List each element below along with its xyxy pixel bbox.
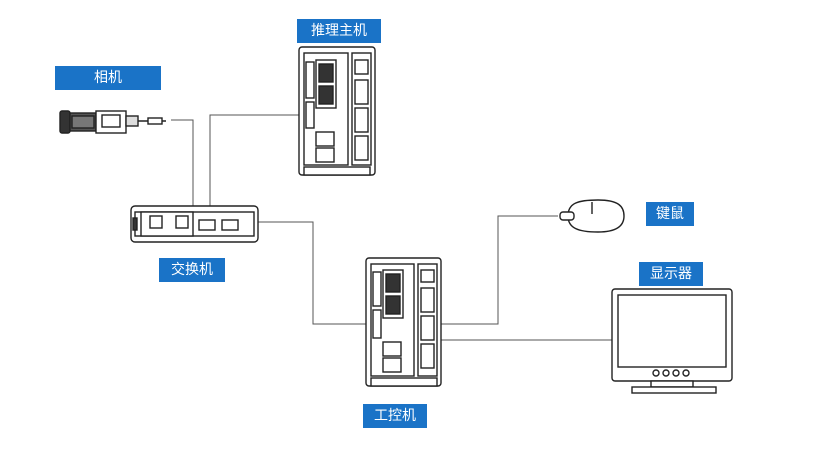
switch-icon xyxy=(130,205,259,243)
keyboard-mouse-label: 键鼠 xyxy=(646,202,694,226)
line-infer-switch xyxy=(209,114,299,208)
line-ipc-mouse xyxy=(441,215,558,325)
monitor-icon xyxy=(611,288,733,394)
camera-icon xyxy=(59,110,166,134)
inference-host-label: 推理主机 xyxy=(297,19,381,43)
monitor-label: 显示器 xyxy=(639,262,703,286)
line-switch-ipc xyxy=(258,221,366,325)
camera-label: 相机 xyxy=(55,66,161,90)
industrial-pc-icon xyxy=(365,257,442,387)
industrial-pc-label: 工控机 xyxy=(363,404,427,428)
switch-label: 交换机 xyxy=(159,258,225,282)
line-camera-switch xyxy=(171,119,194,208)
mouse-icon xyxy=(559,199,625,233)
connection-lines xyxy=(171,114,612,341)
inference-host-icon xyxy=(298,46,376,176)
